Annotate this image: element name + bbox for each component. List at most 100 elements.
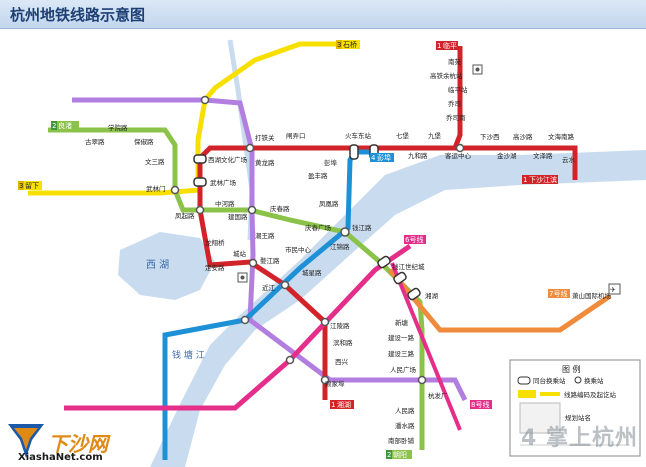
station-node[interactable] [320,375,330,385]
station-label: 婺江路 [260,256,280,265]
west-lake-label: 西 湖 [146,259,169,271]
station-label: 杭发厂 [428,391,448,400]
station-node[interactable] [200,95,210,105]
rail-station-icon [472,64,483,75]
station-label: 建设三路 [388,349,415,358]
title-bar: 杭州地铁线路示意图 [0,0,646,29]
legend-transfer: 同台换乘站 [533,376,566,385]
tag-line3-shiqiao[interactable]: 3 石桥 [336,40,360,49]
legend-planned: 规划站名 [565,413,591,422]
station-label: 萧山国际机场 [572,291,612,300]
tag-line4-pengbu[interactable]: 4 彭埠 [370,153,394,162]
station-label: 城星路 [302,268,322,277]
station-label: 乔司南 [446,113,466,122]
metro-line-5 [72,97,468,402]
station-label: 打铁关 [255,133,275,142]
svg-text:朝阳: 朝阳 [393,450,407,459]
tag-line2-chaoyang[interactable]: 2 朝阳 [386,450,412,459]
interchange-box[interactable] [193,177,207,187]
station-node[interactable] [247,205,257,215]
station-label: 建国路 [228,212,248,221]
station-node[interactable] [340,227,350,237]
station-label: 闸弄口 [286,132,306,140]
logo-text: 下沙网 [48,432,108,456]
svg-text:1: 1 [331,401,335,409]
station-node[interactable] [248,258,258,268]
station-node[interactable] [320,317,330,327]
station-node[interactable] [455,143,465,153]
tag-line2-liangzhu[interactable]: 2 良渚 [51,121,79,130]
metro-line-8 [390,262,462,431]
tag-line7[interactable]: 7号线 [548,289,570,298]
svg-text:留下: 留下 [25,181,39,190]
svg-text:1: 1 [523,176,527,184]
station-label: 南苑 [448,57,462,66]
station-label: 文海南路 [548,132,575,141]
station-label: 云水 [562,155,576,164]
station-label: 客运中心 [445,151,472,160]
tag-line6[interactable]: 6号线 [404,235,426,244]
station-label: 新塘 [395,318,409,327]
station-label: 南部卧铺 [388,436,415,445]
legend: 图 例 同台换乘站 换乘站 线路编码及起讫站 规划站名 [509,359,641,457]
svg-text:湘湖: 湘湖 [337,400,351,409]
transfer-stations [170,95,465,385]
station-label: 文泽路 [533,151,553,160]
station-label: 彭埠 [324,158,338,167]
legend-terminal: 线路编码及起讫站 [564,390,617,399]
station-label: 近江 [262,283,276,292]
interchange-box[interactable] [407,287,421,301]
watermark: 4 掌上杭州 [521,426,638,451]
tag-line1-xiasha[interactable]: 1 下沙江滨 [522,175,558,184]
station-label: 滨和路 [333,338,353,347]
station-label: 黄龙路 [255,158,275,167]
tag-line1-xianghu[interactable]: 1 湘湖 [330,400,354,409]
legend-interchange: 换乘站 [584,376,604,385]
airport-icon: ✈ [608,283,621,295]
station-label: 七堡 [396,131,410,140]
station-label: 文三路 [145,157,165,166]
station-label: 顾家埠 [325,379,345,388]
interchange-box[interactable] [393,271,407,285]
station-label: 市民中心 [285,245,312,254]
station-node[interactable] [195,205,205,215]
station-label: 中河路 [215,199,235,208]
station-label: 定安路 [205,263,225,272]
interchange-box[interactable] [349,144,359,160]
station-node[interactable] [240,315,250,325]
station-label: 建设一路 [388,333,415,342]
station-label: 九堡 [428,131,442,140]
station-label: 凤凰路 [319,199,339,208]
station-label: 武林门 [146,184,166,193]
interchange-box[interactable] [193,154,207,164]
station-node[interactable] [245,143,255,153]
station-label: 人民广场 [390,365,417,374]
station-node[interactable] [170,185,180,195]
rail-station-icon [237,272,248,283]
svg-text:8号线: 8号线 [471,400,489,409]
station-label: 西湖文化广场 [208,155,248,164]
station-label: 西兴 [335,357,349,366]
tag-line1-linping[interactable]: 1 临平 [436,41,458,50]
station-node[interactable] [285,355,295,365]
station-label: 火车东站 [345,131,372,140]
svg-text:2: 2 [387,451,391,459]
tag-line8[interactable]: 8号线 [470,400,492,409]
station-node[interactable] [280,280,290,290]
station-node[interactable] [417,375,427,385]
interchange-box[interactable] [377,255,391,269]
west-lake [118,232,215,300]
station-label: 高铁余杭站 [430,71,463,80]
station-label: 潮王路 [255,231,275,240]
legend-title: 图 例 [562,364,581,374]
svg-text:1: 1 [437,42,441,50]
metro-line-3-west [28,187,201,196]
logo-url: XiashaNet.com [18,452,103,463]
qiantang-label: 钱 塘 江 [172,349,205,361]
metro-line-1-branch [460,145,578,180]
station-label: 城站 [233,249,247,258]
tag-line3-liuxia[interactable]: 3 留下 [18,181,42,190]
svg-text:3: 3 [19,182,23,190]
svg-text:2: 2 [52,122,56,130]
